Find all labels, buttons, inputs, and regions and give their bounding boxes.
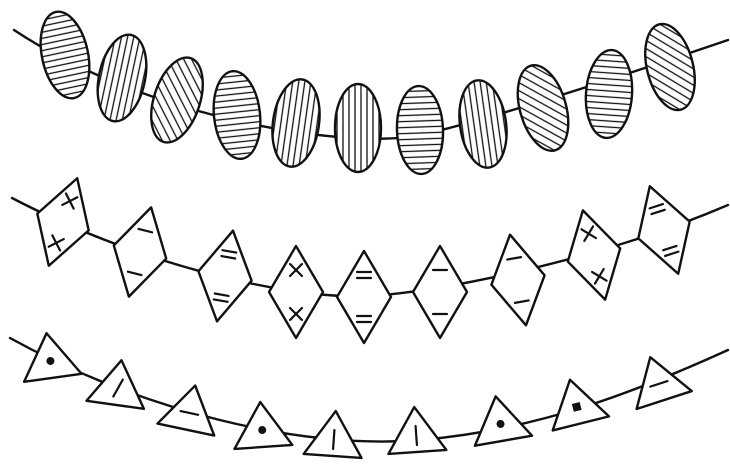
horizontal-hatch xyxy=(33,7,96,103)
ellipse-bead-7 xyxy=(395,85,444,175)
bead-fill xyxy=(557,204,632,306)
vertical-hatch xyxy=(454,77,512,171)
diamond-bead-2 xyxy=(103,201,178,303)
vertical-hatch xyxy=(90,30,153,126)
ellipse-bead-11 xyxy=(637,19,703,116)
triangle-bead-string xyxy=(10,329,728,458)
triangle-bead-3 xyxy=(157,380,223,436)
diamond-bead-3 xyxy=(190,226,259,326)
ellipse-bead-8 xyxy=(454,77,512,171)
bead-fill xyxy=(413,246,467,338)
triangle-bead-9 xyxy=(623,348,692,409)
vertical-mark xyxy=(416,426,417,445)
vertical-mark xyxy=(333,430,334,449)
diamond-bead-4 xyxy=(269,246,323,338)
bead-fill xyxy=(23,170,103,274)
diamond-bead-string xyxy=(12,170,728,343)
vertical-hatch xyxy=(267,76,325,170)
bead-fill xyxy=(624,178,704,282)
triangle-bead-2 xyxy=(86,356,150,409)
ellipse-bead-1 xyxy=(33,7,96,103)
triangle-bead-1 xyxy=(18,329,82,382)
ellipse-bead-10 xyxy=(583,49,635,140)
diamond-bead-6 xyxy=(413,246,467,338)
diamond-bead-7 xyxy=(483,230,552,330)
ellipse-bead-3 xyxy=(142,51,213,149)
diamond-bead-1 xyxy=(23,170,103,274)
diamond-bead-9 xyxy=(624,178,704,282)
ellipse-bead-5 xyxy=(267,76,325,170)
triangle-bead-5 xyxy=(304,409,365,458)
bead-fill xyxy=(337,251,391,343)
bead-fill xyxy=(157,380,223,436)
ellipse-bead-9 xyxy=(509,59,577,156)
triangle-bead-7 xyxy=(467,391,532,445)
bead-fill xyxy=(103,201,178,303)
bead-fill xyxy=(623,348,692,409)
ellipse-bead-4 xyxy=(210,69,265,161)
diamond-bead-5 xyxy=(337,251,391,343)
diamond-bead-8 xyxy=(557,204,632,306)
triangle-bead-6 xyxy=(385,405,446,454)
bead-fill xyxy=(269,246,323,338)
ellipse-bead-string xyxy=(14,7,728,175)
ellipse-bead-6 xyxy=(335,84,381,172)
ellipse-bead-2 xyxy=(90,30,153,126)
